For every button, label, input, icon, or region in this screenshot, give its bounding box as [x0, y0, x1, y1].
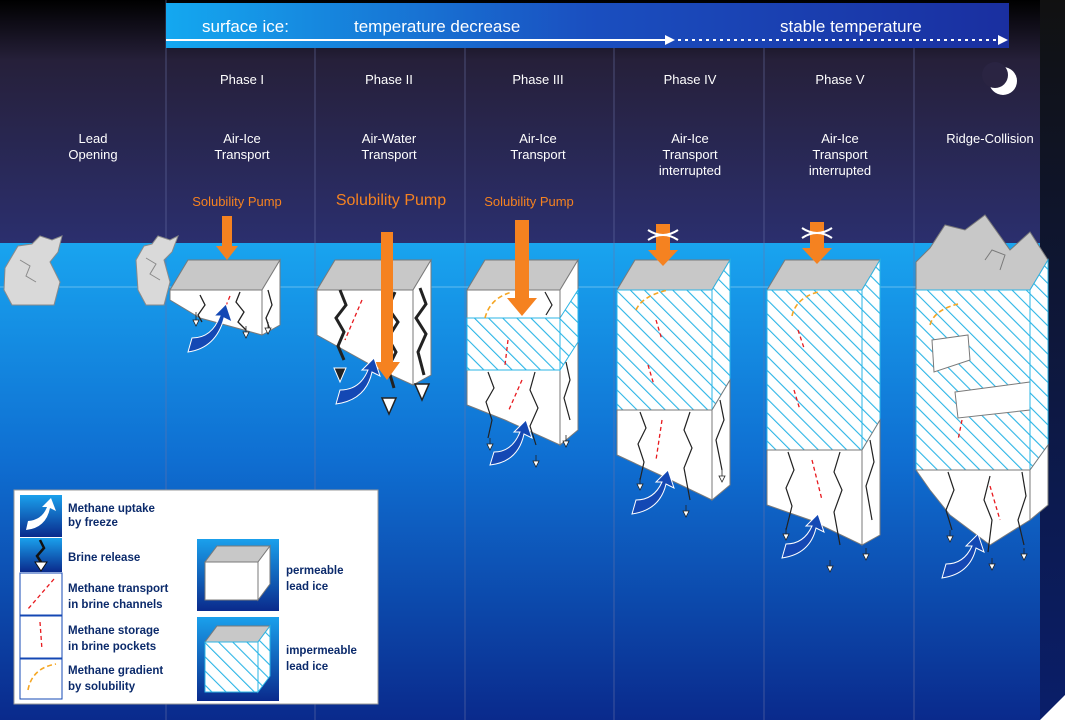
phase-4-transport-line-2: Transport [662, 147, 718, 162]
legend-item-5-line-2: by solubility [68, 681, 136, 693]
phase-5-ice-block [766, 258, 881, 546]
phase-4-transport-line-1: Air-Ice [671, 131, 709, 146]
legend-item-1-line-2: by freeze [68, 517, 118, 529]
transport-labels: Lead Opening Air-Ice Transport Air-Water… [68, 131, 1033, 178]
phase-3-brine-release-icons [486, 435, 570, 468]
legend-item-1-line-1: Methane uptake [68, 503, 155, 515]
legend-solubility-gradient-icon [27, 663, 57, 691]
ridge-methane-uptake-icon [941, 533, 985, 579]
phase-5-name: Phase V [815, 72, 864, 87]
ridge-collision-label: Ridge-Collision [946, 131, 1033, 146]
legend-impermeable-line-1: impermeable [286, 645, 357, 657]
phase-3-pump-label: Solubility Pump [484, 194, 574, 209]
legend-item-4-line-2: in brine pockets [68, 641, 156, 653]
legend-brine-pocket-icon [39, 621, 43, 651]
phase-1-transport-line-2: Transport [214, 147, 270, 162]
legend-item-3-line-2: in brine channels [68, 599, 163, 611]
lead-opening-ice-fragments [3, 234, 179, 306]
phase-5-pump-arrow [801, 222, 833, 264]
phase-3-pump-arrow [507, 220, 537, 316]
phase-4-transport-line-3: interrupted [659, 163, 721, 178]
legend-item-5-line-1: Methane gradient [68, 665, 163, 677]
lead-opening-line-1: Lead [79, 131, 108, 146]
moon-icon [982, 62, 1017, 95]
phase-5-transport-line-3: interrupted [809, 163, 871, 178]
temperature-decrease-label: temperature decrease [354, 17, 520, 36]
ridge-collision-ice-block [915, 214, 1049, 553]
phase-2-pump-arrow [374, 232, 400, 380]
legend-item-3-line-1: Methane transport [68, 583, 168, 595]
phase-1-ice-block [169, 258, 281, 336]
legend-item-4-line-1: Methane storage [68, 625, 159, 637]
phase-3-transport-line-1: Air-Ice [519, 131, 557, 146]
ridge-brine-release-icons [946, 530, 1028, 571]
legend-box [13, 489, 379, 705]
legend-brine-release-icon [35, 539, 46, 563]
phase-5-brine-release-icons [782, 528, 870, 573]
phase-4-name: Phase IV [664, 72, 717, 87]
phase-1-transport-line-1: Air-Ice [223, 131, 261, 146]
legend-permeable-line-2: lead ice [286, 581, 328, 593]
phase-5-methane-uptake-icon [781, 513, 825, 559]
legend-tile-3 [19, 572, 63, 616]
legend-permeable-ice-icon [204, 544, 271, 602]
phase-4-brine-release-icons [636, 470, 726, 518]
legend-tile-4 [19, 615, 63, 659]
lead-opening-line-2: Opening [68, 147, 117, 162]
legend-tile-5 [19, 658, 63, 700]
phase-2-pump-label: Solubility Pump [336, 192, 446, 209]
phase-3-methane-uptake-icon [489, 419, 533, 466]
phase-2-methane-uptake-icon [335, 357, 381, 405]
phase-2-transport-line-1: Air-Water [362, 131, 417, 146]
phase-1-pump-arrow [216, 216, 238, 260]
right-depth-edge [1040, 0, 1065, 720]
phase-1-pump-label: Solubility Pump [192, 194, 282, 209]
phase-5-transport-line-1: Air-Ice [821, 131, 859, 146]
legend-impermeable-line-2: lead ice [286, 661, 328, 673]
phase-3-transport-line-2: Transport [510, 147, 566, 162]
phase-2-transport-line-2: Transport [361, 147, 417, 162]
phase-1-name: Phase I [220, 72, 264, 87]
header-arrow-head-2 [998, 35, 1008, 45]
surface-ice-label: surface ice: [202, 17, 289, 36]
phase-1-methane-uptake-icon [187, 303, 233, 353]
stable-temperature-label: stable temperature [780, 17, 922, 36]
header-arrow-head-1 [665, 35, 675, 45]
phase-3-name: Phase III [512, 72, 563, 87]
phase-1-brine-release-icons [192, 312, 272, 339]
phase-5-transport-line-2: Transport [812, 147, 868, 162]
phase-4-pump-arrow [647, 224, 679, 266]
phase-4-ice-block [616, 258, 731, 502]
legend-impermeable-ice-icon [204, 624, 271, 694]
phase-2-name: Phase II [365, 72, 413, 87]
legend-permeable-line-1: permeable [286, 565, 344, 577]
legend-methane-uptake-icon [26, 498, 56, 530]
phase-4-methane-uptake-icon [631, 469, 675, 515]
phase-2-brine-release-icons [333, 367, 431, 416]
legend: Methane uptake by freeze Brine release M… [13, 489, 379, 705]
legend-item-2-line-1: Brine release [68, 552, 140, 564]
